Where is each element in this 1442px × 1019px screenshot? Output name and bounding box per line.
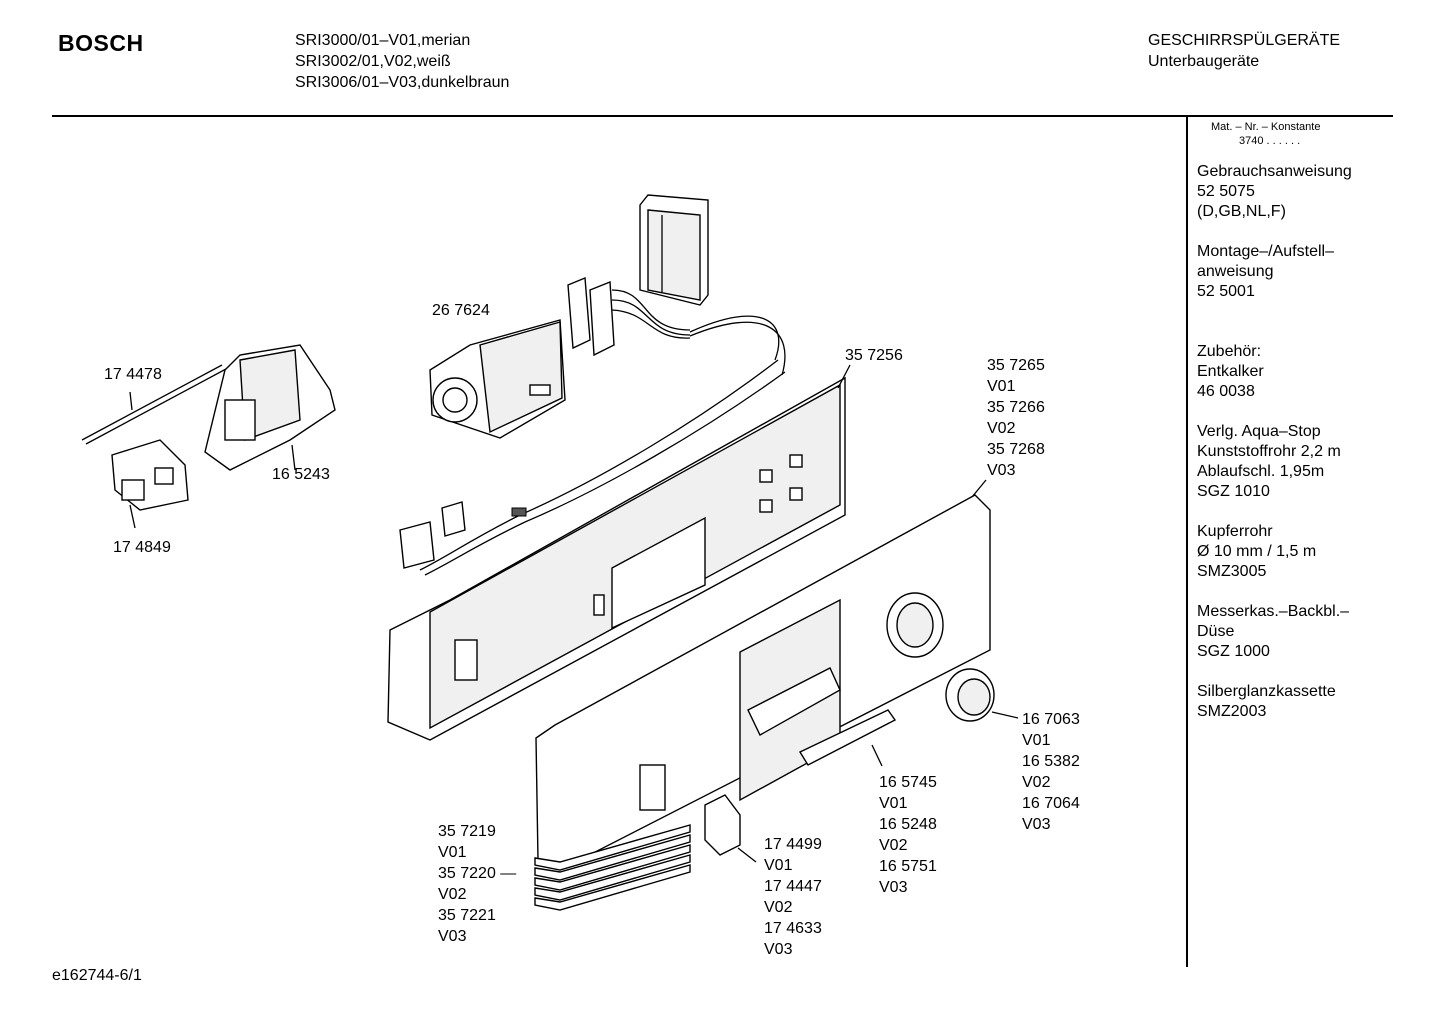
callout-357220: 35 7220 — — [438, 865, 517, 882]
callout-357221: 35 7221 — [438, 907, 496, 924]
aquastop-block: Verlg. Aqua–Stop Kunststoffrohr 2,2 m Ab… — [1197, 422, 1387, 502]
callout-165751-variant: V03 — [879, 879, 908, 896]
callout-357220-variant: V02 — [438, 886, 467, 903]
model-line-2: SRI3002/01,V02,weiß — [295, 53, 451, 70]
installation-title: Montage–/Aufstell– — [1197, 243, 1334, 260]
sidebar-divider — [1186, 117, 1188, 967]
callout-357221-variant: V03 — [438, 928, 467, 945]
material-label: Mat. – Nr. – Konstante — [1211, 121, 1321, 133]
callout-167064-variant: V03 — [1022, 816, 1051, 833]
aquastop-line-2: Kunststoffrohr 2,2 m — [1197, 443, 1341, 460]
part-knob — [945, 668, 995, 722]
callout-165382: 16 5382 — [1022, 753, 1080, 770]
model-line-3: SRI3006/01–V03,dunkelbraun — [295, 74, 510, 91]
copper-pipe-size: Ø 10 mm / 1,5 m — [1197, 543, 1317, 560]
cassette-block: Silberglanzkassette SMZ2003 — [1197, 682, 1387, 722]
callout-357266: 35 7266 — [987, 399, 1045, 416]
nozzle-title-2: Düse — [1197, 623, 1235, 640]
manual-block: Gebrauchsanweisung 52 5075 (D,GB,NL,F) — [1197, 162, 1387, 222]
cassette-number: SMZ2003 — [1197, 703, 1267, 720]
accessory-title: Zubehör: — [1197, 343, 1262, 360]
part-panel-carrier — [387, 376, 846, 741]
part-wire-connector — [567, 276, 786, 376]
category-line-2: Unterbaugeräte — [1148, 53, 1260, 70]
callout-357265-group: 35 7265 V01 35 7266 V02 35 7268 V03 — [987, 355, 1045, 481]
callout-174499-group: 17 4499 V01 17 4447 V02 17 4633 V03 — [764, 834, 822, 960]
callout-357256: 35 7256 — [845, 347, 903, 364]
callout-174499-variant: V01 — [764, 857, 793, 874]
nozzle-title: Messerkas.–Backbl.– — [1197, 603, 1350, 620]
callout-357266-variant: V02 — [987, 420, 1016, 437]
part-small-connectors — [399, 501, 466, 569]
header-divider — [52, 115, 1393, 117]
callout-174447-variant: V02 — [764, 899, 793, 916]
callout-165248: 16 5248 — [879, 816, 937, 833]
aquastop-line-3: Ablaufschl. 1,95m — [1197, 463, 1325, 480]
aquastop-title: Verlg. Aqua–Stop — [1197, 423, 1321, 440]
cassette-title: Silberglanzkassette — [1197, 683, 1336, 700]
callout-165382-variant: V02 — [1022, 774, 1051, 791]
aquastop-number: SGZ 1010 — [1197, 483, 1270, 500]
callout-165243: 16 5243 — [272, 466, 330, 483]
callout-357265-variant: V01 — [987, 378, 1016, 395]
callout-165248-variant: V02 — [879, 837, 908, 854]
manual-languages: (D,GB,NL,F) — [1197, 203, 1286, 220]
part-rail-174478 — [81, 364, 227, 445]
part-foil-strips — [534, 824, 691, 911]
brand-logo: BOSCH — [58, 30, 144, 56]
part-button — [704, 794, 741, 856]
callout-357219-variant: V01 — [438, 844, 467, 861]
callout-174447: 17 4447 — [764, 878, 822, 895]
accessory-number: 46 0038 — [1197, 383, 1255, 400]
model-line-1: SRI3000/01–V01,merian — [295, 32, 471, 49]
installation-number: 52 5001 — [1197, 283, 1255, 300]
callout-167064: 16 7064 — [1022, 795, 1080, 812]
part-connector-box — [639, 194, 709, 306]
part-cable-harness — [419, 359, 786, 576]
manual-number: 52 5075 — [1197, 183, 1255, 200]
copper-pipe-title: Kupferrohr — [1197, 523, 1273, 540]
nozzle-block: Messerkas.–Backbl.– Düse SGZ 1000 — [1197, 602, 1387, 662]
copper-pipe-number: SMZ3005 — [1197, 563, 1267, 580]
part-programme-switch — [429, 319, 566, 439]
callout-174633: 17 4633 — [764, 920, 822, 937]
callout-167063: 16 7063 — [1022, 711, 1080, 728]
callout-174499: 17 4499 — [764, 836, 822, 853]
leader-lines — [129, 364, 1019, 863]
drawing-code: e162744-6/1 — [52, 967, 142, 984]
callout-165745-variant: V01 — [879, 795, 908, 812]
model-list: SRI3000/01–V01,merian SRI3002/01,V02,wei… — [295, 30, 509, 93]
accessory-item: Entkalker — [1197, 363, 1264, 380]
callout-174633-variant: V03 — [764, 941, 793, 958]
material-value: 3740 . . . . . . — [1239, 135, 1301, 147]
callout-357219-group: 35 7219 V01 35 7220 — V02 35 7221 V03 — [438, 821, 516, 947]
callout-174478: 17 4478 — [104, 366, 162, 383]
callout-165745: 16 5745 — [879, 774, 937, 791]
sidebar-info: Mat. – Nr. – Konstante 3740 . . . . . . … — [1197, 120, 1387, 722]
callout-174849: 17 4849 — [113, 539, 171, 556]
callout-267624: 26 7624 — [432, 302, 490, 319]
callout-357265: 35 7265 — [987, 357, 1045, 374]
copper-pipe-block: Kupferrohr Ø 10 mm / 1,5 m SMZ3005 — [1197, 522, 1387, 582]
callout-357219: 35 7219 — [438, 823, 496, 840]
callout-357268: 35 7268 — [987, 441, 1045, 458]
part-small-switch — [111, 439, 189, 511]
callout-167063-group: 16 7063 V01 16 5382 V02 16 7064 V03 — [1022, 709, 1080, 835]
material-number: Mat. – Nr. – Konstante 3740 . . . . . . — [1211, 120, 1387, 148]
callout-167063-variant: V01 — [1022, 732, 1051, 749]
nozzle-number: SGZ 1000 — [1197, 643, 1270, 660]
accessory-block: Zubehör: Entkalker 46 0038 — [1197, 342, 1387, 402]
installation-block: Montage–/Aufstell– anweisung 52 5001 — [1197, 242, 1387, 302]
callout-165745-group: 16 5745 V01 16 5248 V02 16 5751 V03 — [879, 772, 937, 898]
part-switch-housing — [204, 344, 336, 471]
callout-165751: 16 5751 — [879, 858, 937, 875]
manual-title: Gebrauchsanweisung — [1197, 163, 1352, 180]
category-line-1: GESCHIRRSPÜLGERÄTE — [1148, 32, 1341, 49]
installation-title-2: anweisung — [1197, 263, 1274, 280]
callout-357268-variant: V03 — [987, 462, 1016, 479]
appliance-category: GESCHIRRSPÜLGERÄTE Unterbaugeräte — [1148, 30, 1340, 72]
part-cover-strip — [798, 709, 897, 766]
